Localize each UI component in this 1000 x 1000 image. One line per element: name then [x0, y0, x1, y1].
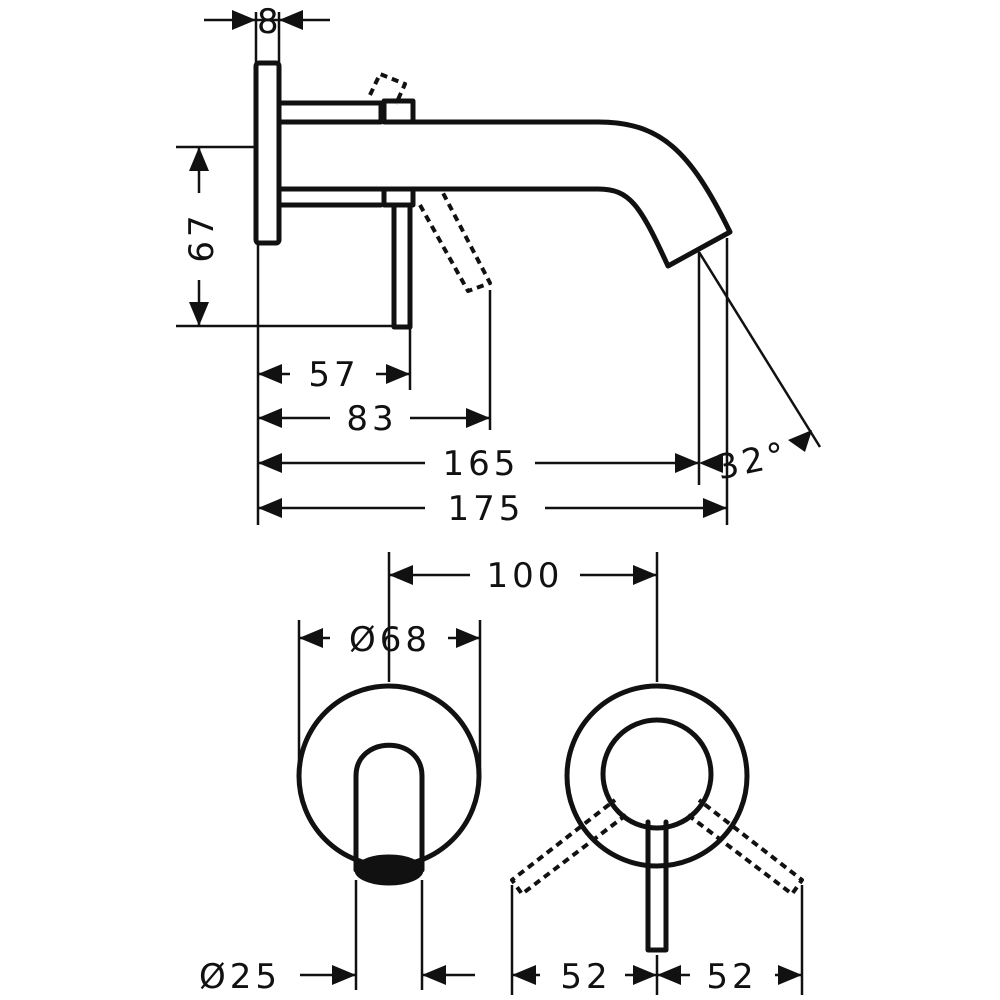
dim-label-plate-thickness: 8 — [257, 2, 283, 42]
front-view: 100 Ø68 Ø25 52 — [199, 552, 804, 997]
spout-rosette — [296, 683, 482, 869]
side-view: 8 67 57 83 165 32° 175 — [176, 2, 822, 529]
dim-label-spout-diameter: Ø25 — [199, 957, 281, 997]
dim-arrow — [232, 10, 256, 30]
dim-arrow — [675, 453, 699, 473]
lever-collar — [381, 98, 416, 125]
ext-lines-52 — [510, 885, 804, 995]
dim-arrow — [258, 498, 282, 518]
dim-label-centers: 100 — [487, 556, 564, 596]
angle-arrow-right — [788, 430, 812, 452]
lever-handle — [391, 202, 413, 330]
dim-label-height: 67 — [182, 211, 222, 262]
lever-alt-left — [510, 798, 628, 896]
dim-arrow — [332, 965, 356, 985]
dim-label-total-length: 175 — [448, 489, 525, 529]
ext-lines-100 — [387, 552, 659, 682]
wall-plate — [253, 60, 282, 246]
dim-arrow — [703, 498, 727, 518]
ext-lines-bottom — [256, 238, 729, 525]
dim-arrow — [512, 965, 536, 985]
dim-arrow — [258, 408, 282, 428]
mixer-rosette — [564, 683, 750, 869]
spout — [378, 119, 733, 269]
mixer-body — [276, 100, 384, 125]
lever-alt-up — [368, 72, 407, 105]
spout-front — [353, 742, 425, 873]
dim-arrow — [422, 965, 446, 985]
dim-label-spout-length: 165 — [443, 444, 520, 484]
dim-arrow — [258, 364, 282, 384]
lever-alt-swung — [418, 192, 492, 293]
dim-arrow — [299, 628, 323, 648]
dim-arrow — [466, 408, 490, 428]
dim-arrow — [633, 965, 657, 985]
dim-arrow — [258, 453, 282, 473]
ext-lines-68 — [297, 620, 482, 780]
dim-arrow — [386, 364, 410, 384]
mixer-cartridge — [600, 717, 714, 831]
spout-outlet — [354, 854, 424, 886]
dim-arrow — [189, 302, 209, 326]
dim-label-lever-swing: 83 — [346, 399, 397, 439]
dim-arrow — [389, 565, 413, 585]
lever-collar-lower — [381, 186, 416, 208]
dim-arrow — [189, 147, 209, 171]
dim-label-lever-swing-left: 52 — [560, 957, 611, 997]
dim-label-lever-swing-right: 52 — [706, 957, 757, 997]
ext-lines-25 — [354, 880, 424, 990]
angle-ref-line — [697, 251, 822, 448]
angle-arrow-left — [699, 453, 723, 473]
dim-label-rosette-diameter: Ø68 — [349, 620, 431, 660]
mixer-body-lower — [276, 186, 384, 208]
dim-arrow — [279, 10, 303, 30]
dim-arrow — [633, 565, 657, 585]
dim-label-lever-offset: 57 — [308, 355, 359, 395]
dim-arrow — [778, 965, 802, 985]
dim-label-angle: 32° — [713, 434, 792, 488]
dim-arrow — [456, 628, 480, 648]
ext-lines-left — [176, 145, 394, 328]
mixer-lever-front — [645, 819, 669, 953]
dim-arrow — [657, 965, 681, 985]
lever-alt-right — [686, 798, 804, 896]
